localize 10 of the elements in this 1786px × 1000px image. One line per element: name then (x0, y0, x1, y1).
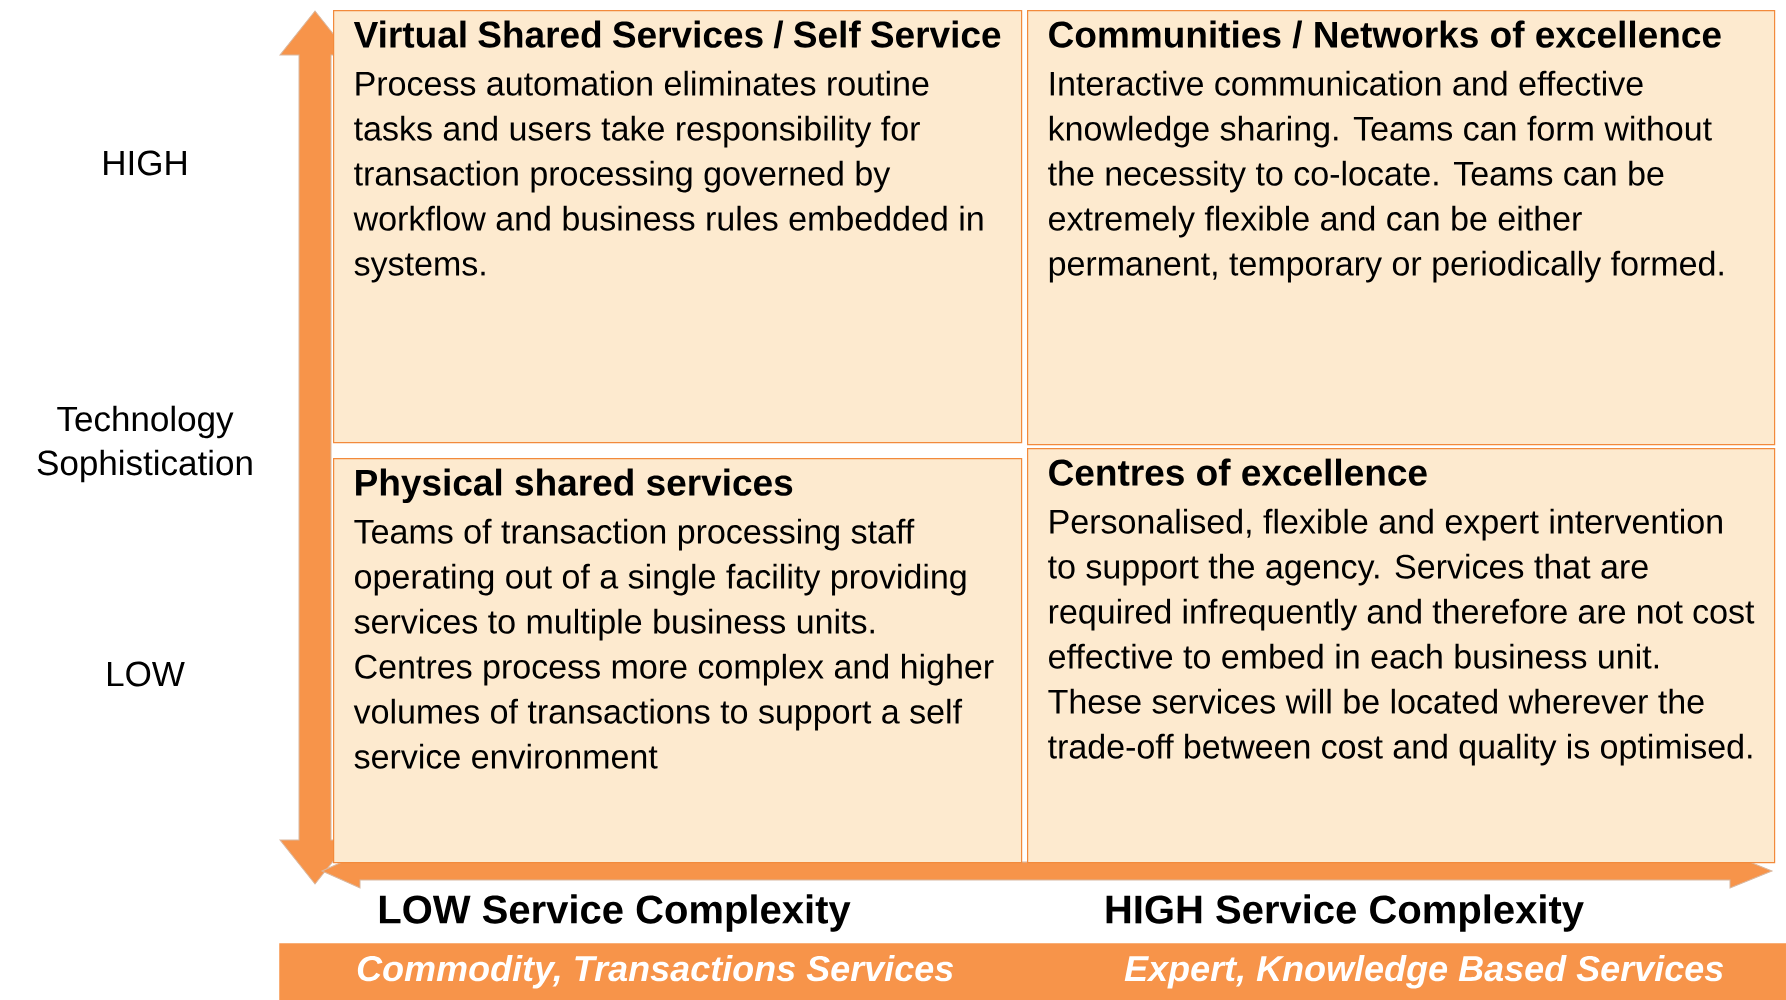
axis-label: LOW Service Complexity (379, 894, 851, 932)
axis-title: Technology Sophistication (37, 405, 252, 483)
quadrant-box: Centres of excellence Personalised, flexible and expert intervention to support the agency. Services that are required infrequently and therefore are not cost effective to embed in each business unit. These services will be located wherever the trade-off between cost and quality is optimised. (1027, 448, 1776, 864)
axis-label: LOW (108, 661, 185, 687)
quadrant-box: Physical shared services Teams of transaction processing staff operating out of a single facility providing services to multiple business units. Centres process more complex and higher volumes of transactions to support a self service environment (333, 458, 1023, 864)
quadrant-box: Virtual Shared Services / Self Service Process automation eliminates routine tasks and users take responsibility for transaction processing governed by workflow and business rules embedded in systems. (333, 10, 1023, 444)
axis-label: HIGH Service Complexity (1106, 894, 1584, 932)
category-band: Commodity, Transactions Services Expert, Knowledge Based Services (279, 943, 1786, 1000)
quadrant-box: Communities / Networks of excellence Interactive communication and effective knowledge sharing. Teams can form without the necessity to co-locate. Teams can be extremely flexible and can be either permanent, temporary or periodically formed. (1027, 10, 1776, 446)
axis-label: HIGH (104, 150, 186, 176)
